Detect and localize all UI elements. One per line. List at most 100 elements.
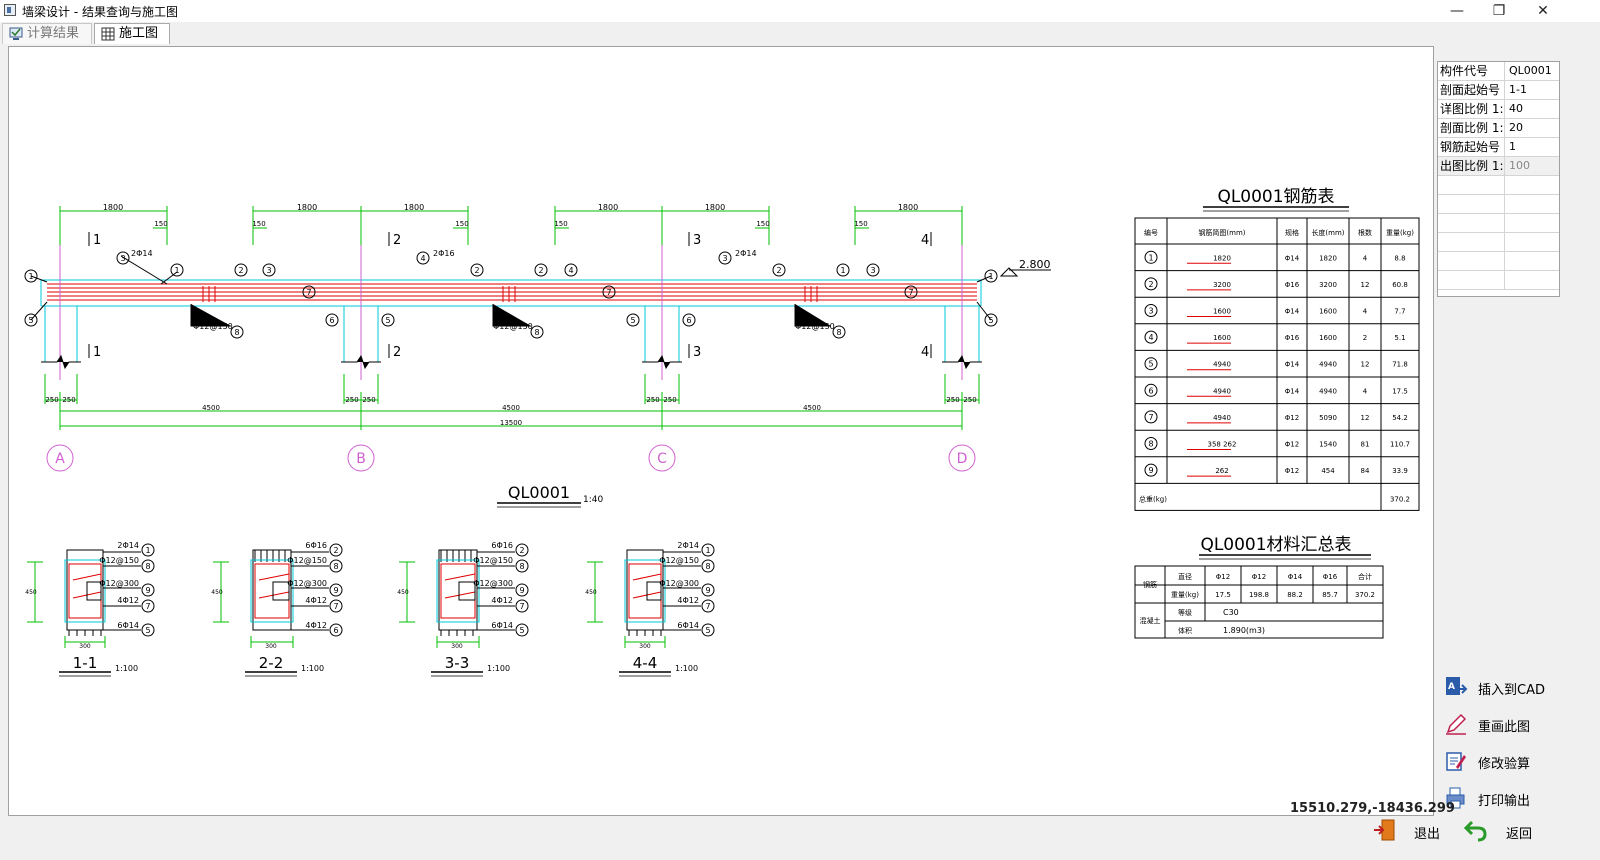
button-label: 返回	[1506, 827, 1533, 842]
rebar-table-title: QL0001钢筋表	[1217, 187, 1334, 207]
property-value-input[interactable]: QL0001	[1509, 64, 1552, 77]
rebar-cell-spec: Φ14	[1285, 254, 1300, 262]
rebar-cell-count: 12	[1361, 414, 1370, 422]
tab-calc-results[interactable]: 计算结果	[2, 23, 92, 44]
bar-tag: 2Φ14	[131, 249, 153, 258]
svg-text:4500: 4500	[502, 404, 520, 412]
property-value-input[interactable]: 1-1	[1509, 83, 1527, 96]
construction-drawing: 2.800 1800 1800 1800 1800 1800 1800 150 …	[24, 187, 1420, 677]
rebar-table-header: 重量(kg)	[1386, 229, 1414, 237]
svg-text:1: 1	[28, 272, 33, 281]
close-button[interactable]: ✕	[1537, 3, 1549, 19]
section-rebar-label: 6Φ14	[677, 621, 699, 630]
axis-label: A	[55, 451, 65, 467]
property-key: 出图比例 1:	[1440, 157, 1505, 175]
property-row: 剖面比例 1: 20	[1438, 119, 1559, 138]
dim-text: 1800	[598, 203, 618, 212]
svg-text:1: 1	[988, 272, 993, 281]
mat-header: Φ12	[1216, 573, 1230, 581]
cad-insert-icon: A	[1446, 677, 1468, 695]
svg-text:5: 5	[630, 316, 635, 325]
tab-label: 施工图	[119, 26, 159, 41]
rebar-cell-shape: 262	[1215, 467, 1228, 475]
section-rebar-label: 6Φ14	[117, 621, 139, 630]
mat-header: 合计	[1358, 572, 1372, 581]
rebar-number-circle	[1144, 250, 1158, 264]
rebar-cell-count: 84	[1361, 467, 1370, 475]
section-width-dim: 300	[639, 643, 651, 650]
section-rebar-label: 4Φ12	[117, 596, 139, 605]
elevation-label: 2.800	[1019, 258, 1051, 271]
dim-text: 1800	[898, 203, 918, 212]
section-rebar-number: 5	[145, 626, 150, 635]
modify-check-button[interactable]: 修改验算	[1440, 746, 1590, 776]
rebar-cell-no: 2	[1148, 280, 1153, 289]
axis-label: C	[657, 451, 667, 467]
section-rebar-label: Φ12@150	[659, 556, 699, 565]
rebar-cell-weight: 17.5	[1392, 387, 1408, 395]
section-rebar-label: 6Φ16	[491, 541, 513, 550]
section-rebar-circle	[329, 583, 343, 597]
back-button[interactable]: 返回	[1464, 818, 1544, 844]
bar-tag: Φ12@150	[493, 322, 533, 331]
section-rebar-number: 5	[705, 626, 710, 635]
dim-text: 1800	[103, 203, 123, 212]
app-icon	[4, 4, 16, 16]
section-rebar-number: 5	[519, 626, 524, 635]
property-value-input[interactable]: 40	[1509, 102, 1523, 115]
window-title: 墙梁设计 - 结果查询与施工图	[22, 5, 178, 19]
mat-weight: 85.7	[1322, 591, 1338, 599]
property-value-input[interactable]: 1	[1509, 140, 1516, 153]
svg-text:250: 250	[946, 396, 959, 404]
dim-text: 1800	[404, 203, 424, 212]
drawing-canvas[interactable]: 2.800 1800 1800 1800 1800 1800 1800 150 …	[8, 46, 1434, 816]
print-output-button[interactable]: 打印输出	[1440, 783, 1590, 813]
rebar-cell-length: 5090	[1319, 414, 1337, 422]
rebar-cell-no: 4	[1148, 333, 1153, 342]
section-rebar-circle	[701, 623, 715, 637]
section-rebar-label: 2Φ14	[677, 541, 699, 550]
rebar-number-circle	[1144, 437, 1158, 450]
property-value-input[interactable]: 100	[1509, 159, 1530, 172]
svg-text:250: 250	[963, 396, 976, 404]
section-rebar-label: Φ12@300	[287, 579, 327, 588]
svg-text:4: 4	[420, 254, 425, 263]
minimize-button[interactable]: —	[1450, 3, 1464, 19]
top-dimensions	[59, 206, 963, 245]
section-rebar-circle	[329, 623, 343, 637]
section-rebar-circle	[141, 583, 155, 597]
section-scale: 1:100	[675, 664, 698, 673]
svg-text:2: 2	[538, 266, 543, 275]
section-1-1	[27, 549, 141, 648]
svg-text:5: 5	[385, 316, 390, 325]
drawing-title-scale: 1:40	[583, 495, 603, 505]
rebar-table-header: 长度(mm)	[1311, 228, 1344, 237]
section-scale: 1:100	[487, 664, 510, 673]
rebar-cell-count: 4	[1363, 254, 1368, 262]
property-row: 出图比例 1: 100	[1438, 157, 1559, 176]
section-title: 3-3	[445, 654, 470, 672]
tab-construction-drawing[interactable]: 施工图	[94, 23, 170, 44]
property-value-input[interactable]: 20	[1509, 121, 1523, 134]
insert-to-cad-button[interactable]: A 插入到CAD	[1440, 672, 1590, 702]
section-rebar-label: 4Φ12	[677, 596, 699, 605]
restore-button[interactable]: ❐	[1492, 3, 1506, 19]
svg-text:8: 8	[836, 328, 841, 337]
redraw-button[interactable]: 重画此图	[1440, 709, 1590, 739]
section-rebar-number: 7	[519, 602, 524, 611]
section-rebar-circle	[701, 543, 715, 557]
section-2-2	[213, 549, 329, 648]
section-rebar-circle	[515, 583, 529, 597]
section-rebar-circle	[515, 559, 529, 573]
rebar-cell-weight: 60.8	[1392, 281, 1408, 289]
rebar-number-circle	[1144, 277, 1158, 291]
drawing-title: QL0001	[508, 483, 570, 502]
rebar-cell-shape: 4940	[1213, 414, 1231, 422]
button-label: 修改验算	[1478, 757, 1531, 772]
section-rebar-label: 4Φ12	[305, 596, 327, 605]
section-width-dim: 300	[79, 643, 91, 650]
exit-button[interactable]: 退出	[1372, 818, 1452, 844]
section-rebar-label: Φ12@150	[287, 556, 327, 565]
